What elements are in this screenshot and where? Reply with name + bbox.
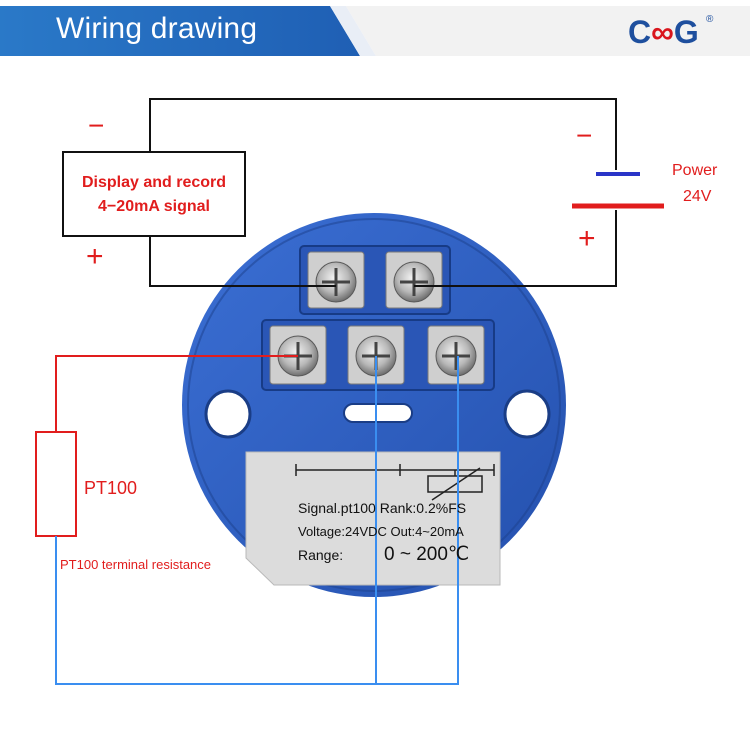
pt100-label: PT100	[84, 478, 138, 498]
power-plus-sign: +	[578, 222, 596, 255]
power-voltage: 24V	[683, 188, 712, 205]
nameplate-range-value: 0 ~ 200℃	[384, 544, 470, 565]
transmitter-module	[182, 213, 566, 597]
display-minus-sign: −	[88, 110, 105, 141]
mount-hole-right	[503, 389, 551, 439]
display-plus-sign: +	[86, 240, 104, 273]
terminal-screws	[269, 251, 485, 385]
screw-bottom-right-icon	[427, 325, 485, 385]
mount-hole-left	[204, 389, 252, 439]
display-box	[62, 151, 246, 237]
power-label: Power	[672, 162, 718, 179]
wire-power-plus	[414, 210, 617, 287]
blue-wires	[55, 356, 459, 685]
rtd-symbol-icon	[427, 467, 483, 501]
pt100-caption: PT100 terminal resistance	[60, 557, 212, 572]
brand-logo: C∞G	[628, 14, 699, 50]
nameplate-line1: Signal.pt100 Rank:0.2%FS	[298, 500, 467, 516]
wire-display-minus	[149, 98, 617, 170]
black-wires	[149, 98, 617, 287]
battery-icon	[572, 172, 664, 209]
power-minus-sign: −	[576, 120, 593, 151]
pt100-resistor	[35, 431, 77, 537]
screw-top-left-icon	[307, 251, 365, 309]
page-title: Wiring drawing	[56, 12, 258, 45]
display-label-line1: Display and record	[81, 174, 227, 191]
header-banner	[0, 6, 750, 56]
registered-mark: ®	[706, 14, 714, 25]
nameplate-range-label: Range:	[298, 547, 344, 563]
wire-display-plus	[149, 236, 336, 287]
screw-top-right-icon	[385, 251, 443, 309]
display-label-line2: 4−20mA signal	[98, 198, 210, 215]
red-wires	[55, 355, 298, 432]
nameplate-line2: Voltage:24VDC Out:4~20mA	[298, 524, 464, 539]
center-slot	[343, 403, 413, 423]
